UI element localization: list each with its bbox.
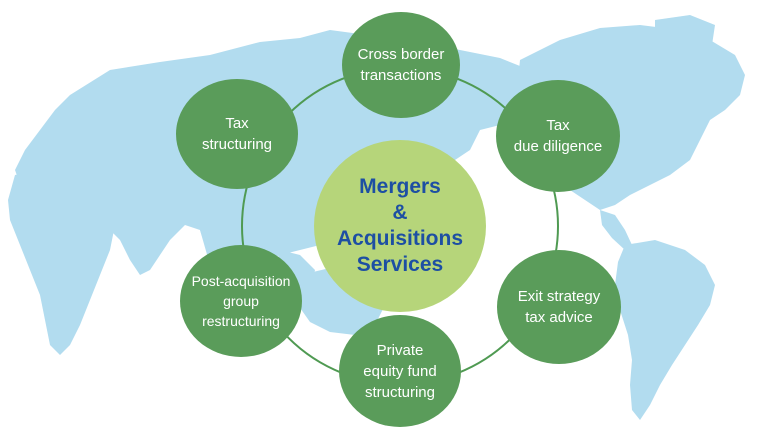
service-node-label: Cross border transactions [357,46,445,84]
service-node-label: Tax due diligence [513,117,603,155]
service-node-label: Tax structuring [201,115,273,153]
service-node-post-acquisition: Post-acquisition group restructuring [180,245,302,357]
service-node-label: Private equity fund structuring [363,341,437,401]
service-node-label: Exit strategy tax advice [517,288,601,326]
center-hub: Mergers & Acquisitions Services [314,140,486,312]
service-node-tax-due-diligence: Tax due diligence [496,80,620,192]
greenland-shape [655,15,715,55]
service-node-exit-strategy: Exit strategy tax advice [497,250,621,364]
south-america-shape [615,240,715,420]
central-america-shape [600,210,632,250]
service-node-private-equity: Private equity fund structuring [339,315,461,427]
service-node-tax-structuring: Tax structuring [176,79,298,189]
service-node-cross-border: Cross border transactions [342,12,460,118]
service-node-label: Post-acquisition group restructuring [191,273,291,329]
center-hub-label: Mergers & Acquisitions Services [336,175,463,276]
africa-shape [8,170,115,355]
